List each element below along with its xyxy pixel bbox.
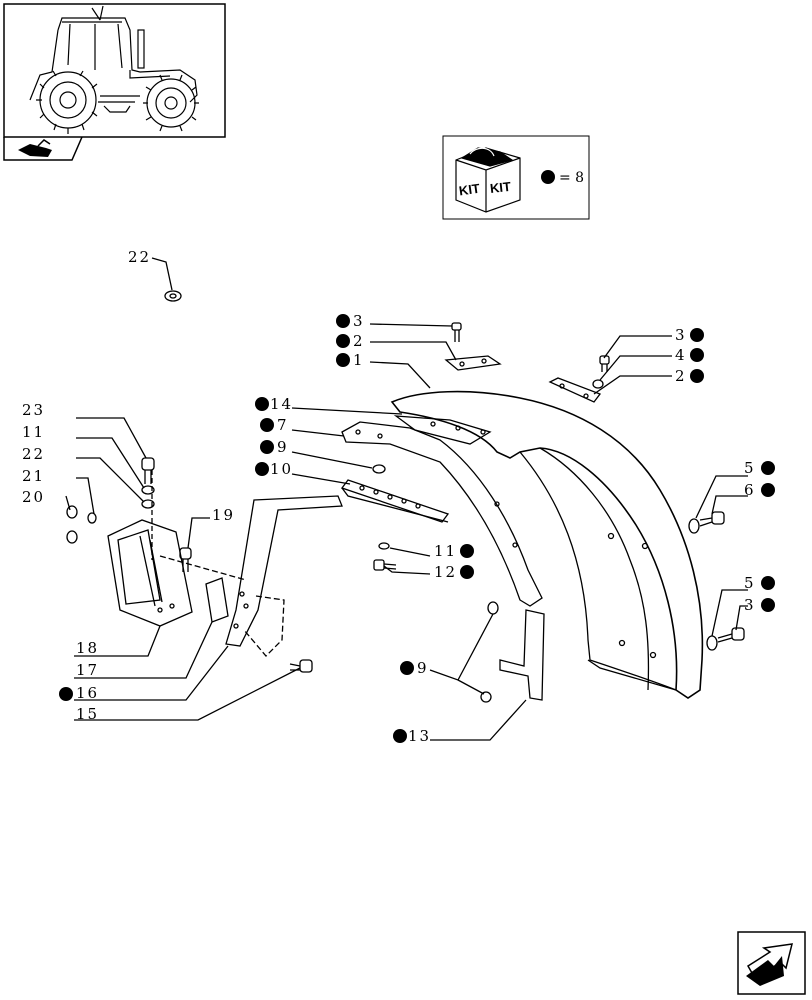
kit-equals-text: = 8 — [559, 170, 584, 186]
tractor-thumbnail — [3, 3, 226, 161]
book-arrow-icon[interactable] — [18, 139, 52, 157]
kit-word-left: KIT — [458, 181, 481, 199]
kit-box-icon — [455, 147, 521, 213]
label-9-lower: 9 — [417, 659, 429, 677]
kit-word-right: KIT — [489, 179, 511, 196]
label-17: 17 — [76, 661, 99, 679]
label-1: 1 — [353, 351, 365, 369]
label-16: 16 — [76, 684, 99, 702]
label-13: 13 — [408, 727, 431, 745]
label-3-lower: 3 — [744, 596, 756, 614]
kit-legend: KIT KIT = 8 — [442, 135, 590, 220]
label-11-left: 11 — [22, 423, 45, 441]
label-14: 14 — [270, 395, 293, 413]
label-21: 21 — [22, 467, 45, 485]
label-5-upper: 5 — [744, 459, 756, 477]
label-2-right: 2 — [675, 367, 687, 385]
label-10: 10 — [270, 460, 293, 478]
label-18: 18 — [76, 639, 99, 657]
part-labels: 22 3 2 1 3 4 2 14 7 9 10 23 11 22 21 20 … — [22, 248, 756, 745]
label-11-mid: 11 — [434, 542, 457, 560]
label-3-right: 3 — [675, 326, 687, 344]
label-12: 12 — [434, 563, 457, 581]
label-2-top: 2 — [353, 332, 365, 350]
kit-markers — [59, 314, 775, 743]
tractor-illustration — [29, 5, 199, 134]
label-22-top: 22 — [128, 248, 151, 266]
next-page-icon[interactable] — [737, 931, 806, 995]
label-6: 6 — [744, 481, 756, 499]
label-9-upper: 9 — [277, 438, 289, 456]
label-7: 7 — [277, 416, 289, 434]
label-22-left: 22 — [22, 445, 45, 463]
label-3-top: 3 — [353, 312, 365, 330]
label-20: 20 — [22, 488, 45, 506]
label-15: 15 — [76, 705, 99, 723]
mudguard-assembly-drawing — [65, 257, 748, 741]
label-4: 4 — [675, 346, 687, 364]
label-23: 23 — [22, 401, 45, 419]
kit-dot-icon — [541, 170, 555, 184]
label-19: 19 — [212, 506, 235, 524]
label-5-lower: 5 — [744, 574, 756, 592]
